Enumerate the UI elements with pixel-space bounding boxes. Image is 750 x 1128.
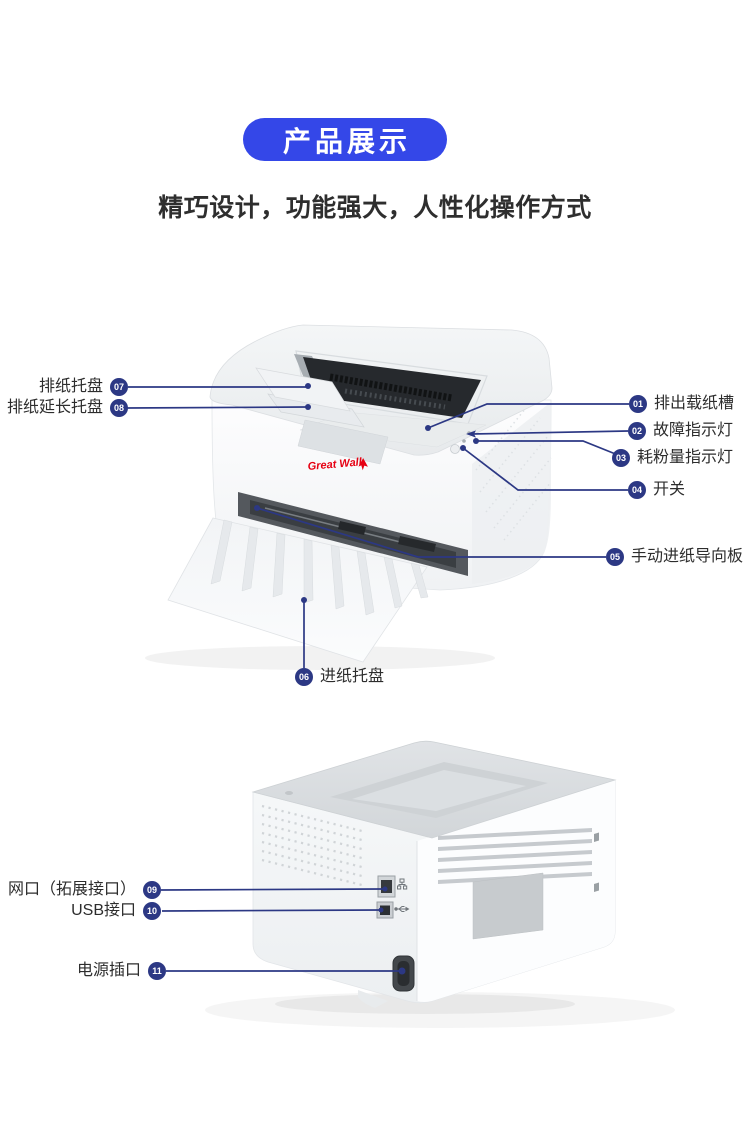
callout-label: 开关 xyxy=(653,481,686,498)
front-body-right-face xyxy=(472,402,551,584)
brand-logo: Great Wall xyxy=(307,456,368,473)
callout-label: 排出载纸槽 xyxy=(654,395,735,412)
callout-endpoint-dots xyxy=(254,383,479,975)
ethernet-icon xyxy=(397,878,408,890)
callout-power-switch: 04 开关 xyxy=(628,481,685,499)
callout-badge: 01 xyxy=(629,395,647,413)
rear-top-button xyxy=(285,791,293,795)
callout-badge: 05 xyxy=(606,548,624,566)
callout-badge: 08 xyxy=(110,399,128,417)
front-support-bump xyxy=(297,419,389,465)
printer-rear-illustration xyxy=(205,740,675,1028)
callout-badge: 06 xyxy=(295,668,313,686)
svg-text:Great Wall: Great Wall xyxy=(307,456,363,473)
callout-ethernet-port: 网口（拓展接口） 09 xyxy=(8,881,161,899)
callout-power-socket: 电源插口 11 xyxy=(77,962,166,980)
callout-badge: 11 xyxy=(148,962,166,980)
rear-left-vents xyxy=(261,804,367,888)
callout-paper-exit-slot: 01 排出载纸槽 xyxy=(629,395,734,413)
callout-label: 电源插口 xyxy=(76,962,141,979)
callout-usb-port: USB接口 10 xyxy=(71,902,161,920)
brand-logo-mark xyxy=(358,458,368,471)
callout-badge: 04 xyxy=(628,481,646,499)
callout-error-indicator: 02 故障指示灯 xyxy=(628,422,733,440)
usb-icon xyxy=(394,906,410,912)
callout-badge: 03 xyxy=(612,449,630,467)
section-subtitle: 精巧设计，功能强大，人性化操作方式 xyxy=(158,194,592,222)
callout-output-tray: 排纸托盘 07 xyxy=(39,378,128,396)
callout-label: USB接口 xyxy=(71,902,136,919)
feed-tray-flap xyxy=(167,517,429,663)
front-printer-shadow xyxy=(145,646,495,670)
callout-badge: 07 xyxy=(110,378,128,396)
right-face-vent-texture xyxy=(475,402,552,541)
callout-label: 手动进纸导向板 xyxy=(631,548,744,565)
power-button xyxy=(450,444,460,454)
callout-manual-feed-guide: 05 手动进纸导向板 xyxy=(606,548,743,566)
callout-label: 网口（拓展接口） xyxy=(7,881,136,898)
callout-badge: 10 xyxy=(143,902,161,920)
rear-printer-shadow-inner xyxy=(275,994,575,1014)
feed-tray-ribs xyxy=(210,519,429,616)
callout-label: 排纸延长托盘 xyxy=(6,399,103,416)
callout-label: 排纸托盘 xyxy=(38,378,103,395)
callout-label: 进纸托盘 xyxy=(320,668,385,685)
callout-toner-indicator: 03 耗粉量指示灯 xyxy=(612,449,733,467)
rear-hinge-marks xyxy=(594,832,599,892)
rear-printer-shadow xyxy=(205,992,675,1028)
callout-feed-tray: 06 进纸托盘 xyxy=(295,668,384,686)
rear-top-recess-inner xyxy=(352,770,526,811)
usb-port xyxy=(376,901,410,919)
callout-label: 故障指示灯 xyxy=(653,422,734,439)
ethernet-port xyxy=(377,875,408,898)
rear-label-plate xyxy=(472,872,544,940)
callout-badge: 02 xyxy=(628,422,646,440)
printer-front-illustration: Great Wall xyxy=(145,324,553,670)
callout-badge: 09 xyxy=(143,881,161,899)
callout-output-tray-extension: 排纸延长托盘 08 xyxy=(7,399,128,417)
callout-lines xyxy=(125,386,629,972)
callout-label: 耗粉量指示灯 xyxy=(637,449,734,466)
section-title: 产品展示 xyxy=(282,125,411,157)
section-title-banner: 产品展示 xyxy=(243,118,447,161)
rear-foot xyxy=(358,990,388,1008)
